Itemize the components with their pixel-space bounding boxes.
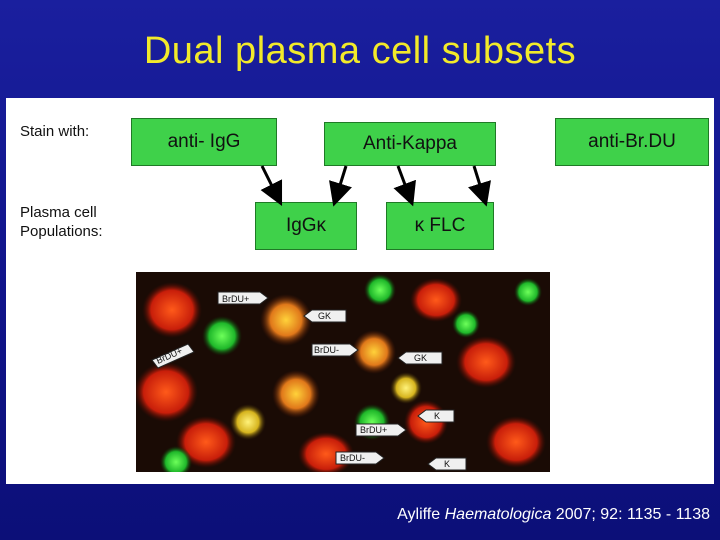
tag-brdu-minus-1: BrDU- [314,345,339,355]
citation: Ayliffe Haematologica 2007; 92: 1135 - 1… [397,506,710,524]
citation-journal: Haematologica [444,506,552,523]
citation-details: 2007; 92: 1135 - 1138 [555,506,710,523]
tag-brdu-plus-2: BrDU+ [360,425,387,435]
stain-box-anti-kappa: Anti-Kappa [324,122,496,166]
tag-gk-2: GK [414,353,427,363]
micrograph-image: BrDU+ GK BrDU- GK K BrDU+ BrDU- K BrDU+ [136,272,550,472]
tag-k-2: K [444,459,450,469]
stain-box-anti-brdu: anti-Br.DU [555,118,709,166]
citation-author: Ayliffe [397,506,441,523]
tag-k-1: K [434,411,440,421]
arrow-igg-to-iggk [260,165,283,207]
tag-brdu-plus-1: BrDU+ [222,294,249,304]
populations-label-line2: Populations: [20,223,103,240]
arrow-brdu-to-flc [468,165,491,207]
stain-box-anti-igg: anti- IgG [131,118,277,166]
population-box-igg-kappa: IgGκ [255,202,357,250]
arrow-kappa-to-flc [393,165,416,207]
population-box-kappa-flc: κ FLC [386,202,494,250]
fluorescence-micrograph: BrDU+ GK BrDU- GK K BrDU+ BrDU- K BrDU+ [136,272,550,472]
tag-brdu-minus-2: BrDU- [340,453,365,463]
tag-gk-1: GK [318,311,331,321]
arrow-kappa-to-iggk [329,165,352,207]
slide-title: Dual plasma cell subsets [143,30,577,72]
populations-label-line1: Plasma cell [20,204,97,221]
stain-with-label: Stain with: [20,123,90,140]
